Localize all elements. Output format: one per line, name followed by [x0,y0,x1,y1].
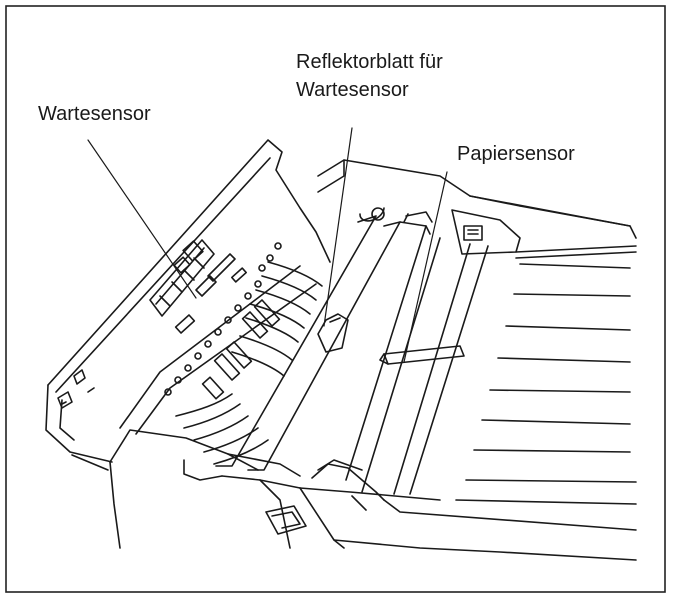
label-reflector-line1: Reflektorblatt für [296,51,443,73]
label-paper-sensor: Papiersensor [457,143,575,165]
front-base [109,429,637,561]
open-lid [45,139,331,471]
paper-sensor-bar [379,345,465,365]
scanner-body [317,159,637,259]
output-tray-lines [455,263,637,505]
label-reflector-line2: Wartesensor [296,79,409,101]
leader-wait-sensor [87,139,197,299]
leader-lines [87,127,448,363]
paper-guide-ribs [175,261,323,465]
lid-holes [164,242,282,396]
leader-reflector [323,127,353,327]
figure-frame [5,5,666,593]
leader-paper-sensor [403,171,448,363]
scan-area [215,207,489,495]
lid-rollers [201,299,281,400]
label-wait-sensor: Wartesensor [38,103,151,125]
